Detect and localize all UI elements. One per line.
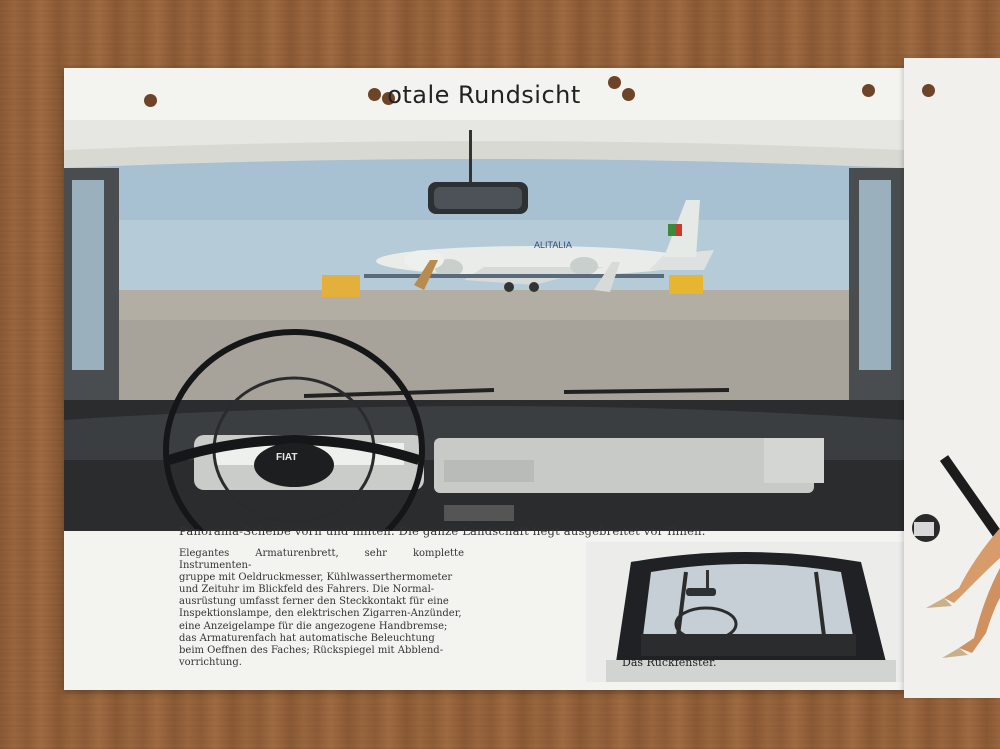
driver-legs-illustration	[912, 455, 1000, 658]
steering-badge-text: FIAT	[276, 452, 297, 463]
steering-wheel: FIAT	[163, 329, 425, 531]
ground-vehicle	[669, 275, 703, 294]
punch-hole	[368, 88, 381, 101]
airplane-illustration: ALITALIA	[364, 200, 714, 292]
punch-hole	[862, 84, 875, 97]
dashboard-photo: ALITALIA	[64, 120, 904, 531]
punch-hole	[622, 88, 635, 101]
dashboard-illustration: ALITALIA	[64, 120, 904, 531]
ground-vehicle	[322, 275, 360, 297]
rear-window-caption: Das Rückfenster.	[622, 656, 717, 669]
page-title: otale Rundsicht	[387, 81, 581, 109]
airline-livery-text: ALITALIA	[534, 240, 572, 250]
body-text: Elegantes Armaturenbrett, sehr komplette…	[179, 548, 464, 668]
photo-caption: Panorama-Scheibe vorn und hinten. Die ga…	[179, 524, 706, 538]
rear-window-illustration	[586, 542, 906, 682]
brochure-page-left: otale Rundsicht	[64, 68, 906, 690]
punch-hole	[382, 92, 395, 105]
rear-window-photo	[586, 542, 906, 682]
brochure-page-right	[904, 58, 1000, 698]
punch-hole	[144, 94, 157, 107]
punch-hole	[922, 84, 935, 97]
punch-hole	[608, 76, 621, 89]
